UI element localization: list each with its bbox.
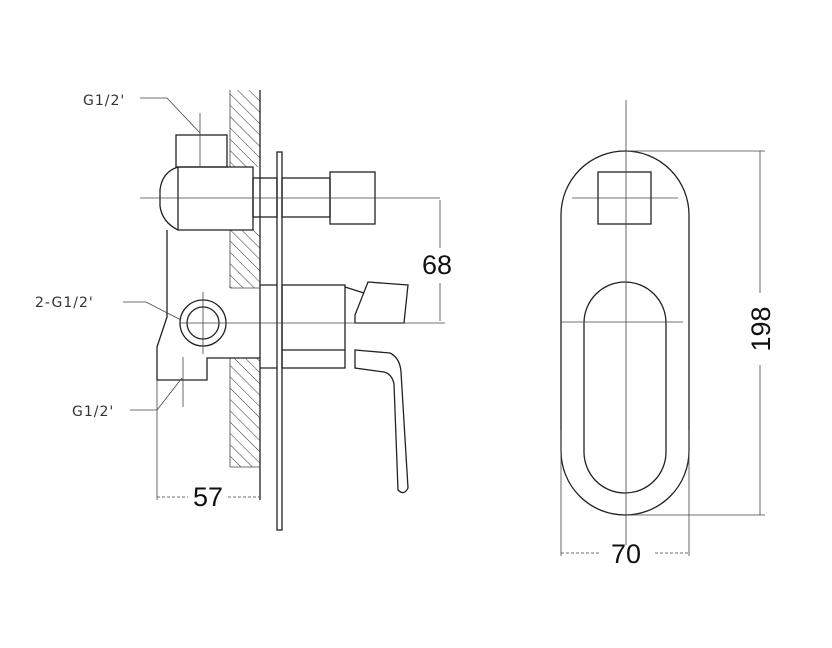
dimension-70: 70 [560,430,690,569]
wall-section [229,90,261,500]
center-lines [140,113,445,407]
dimension-198: 198 [626,150,776,516]
handle-slot [583,281,667,494]
cover-plate [276,151,283,531]
leader-middle-outlets: 2-G1/2' [35,295,182,321]
dim-width: 70 [611,539,641,569]
dim-height: 198 [746,306,776,351]
label-bottom-inlet: G1/2' [72,404,114,420]
dimension-57: 57 [156,380,260,512]
label-top-inlet: G1/2' [83,93,125,109]
label-middle-outlets: 2-G1/2' [35,295,94,311]
leader-bottom-inlet: G1/2' [72,377,183,420]
cartridge [281,284,346,369]
side-view: G1/2' 2-G1/2' G1/2' 68 57 [35,90,452,531]
dim-depth: 57 [193,482,223,512]
front-view: 198 70 [560,100,776,569]
escutcheon-outline [560,150,690,516]
lever-handle [354,281,409,494]
leader-top-inlet: G1/2' [83,93,201,134]
dim-outlet-spacing: 68 [422,250,452,280]
dimension-68: 68 [422,200,452,321]
valve-body [156,134,376,381]
